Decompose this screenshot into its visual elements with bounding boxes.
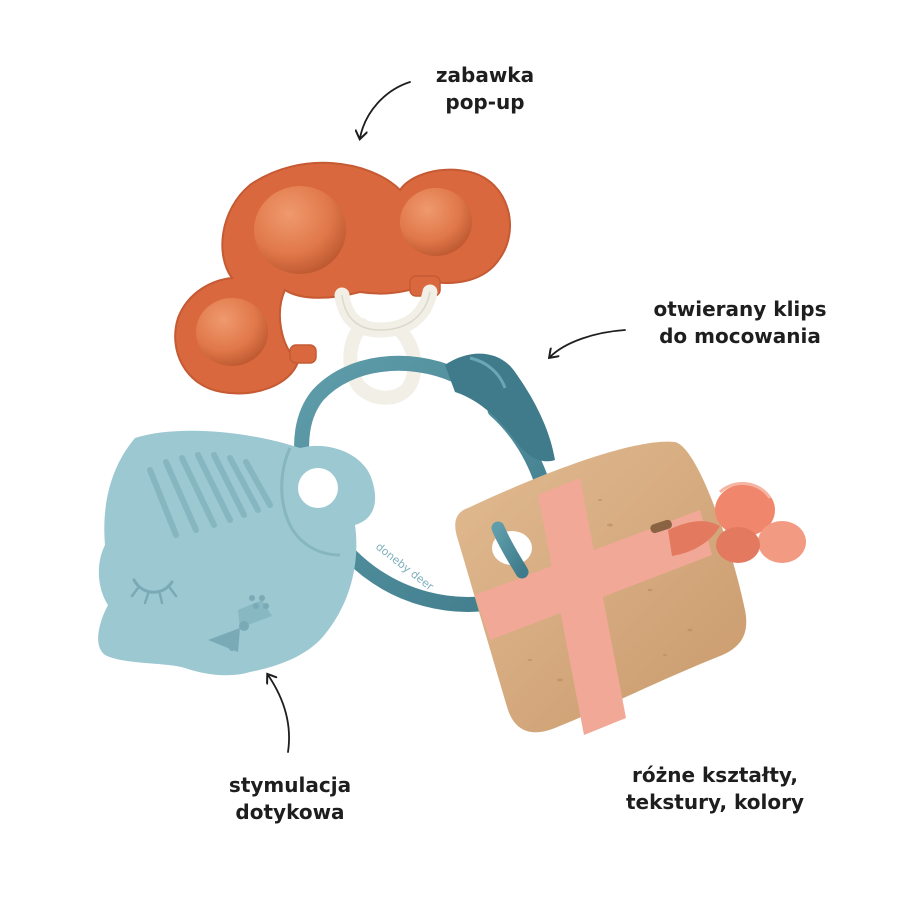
arrow-tactile [268, 675, 290, 753]
bunny-knot [668, 481, 806, 563]
label-shapes-line2: tekstury, kolory [625, 790, 805, 814]
label-shapes: różne kształty, tekstury, kolory [610, 762, 820, 816]
label-tactile: stymulacja dotykowa [215, 772, 365, 826]
connector-clip [334, 284, 438, 405]
label-popup-toy: zabawka pop-up [420, 62, 550, 116]
label-tactile-line2: dotykowa [235, 800, 345, 824]
label-clip-line2: do mocowania [659, 324, 821, 348]
cross-horizontal [475, 510, 712, 640]
label-popup-line1: zabawka [435, 63, 535, 87]
elephant-hole [298, 468, 338, 508]
label-clip: otwierany klips do mocowania [640, 296, 840, 350]
bow-tie [208, 595, 272, 652]
label-popup-line2: pop-up [445, 90, 525, 114]
label-tactile-line1: stymulacja [228, 773, 352, 797]
arrow-popup [360, 81, 411, 138]
pop-bubble-right [400, 188, 472, 256]
pop-bubble-left [196, 298, 268, 366]
elephant-teether [98, 430, 376, 676]
cross-vertical [538, 478, 626, 735]
pop-bubble-large [254, 186, 346, 274]
ear-ridges [147, 452, 273, 538]
label-clip-line1: otwierany klips [653, 297, 827, 321]
arrow-clip [550, 329, 626, 357]
ribbon-slot [650, 519, 672, 534]
wooden-block [455, 441, 747, 735]
closed-eye [132, 578, 174, 594]
popup-toy [174, 161, 511, 395]
label-shapes-line1: różne kształty, [632, 763, 798, 787]
